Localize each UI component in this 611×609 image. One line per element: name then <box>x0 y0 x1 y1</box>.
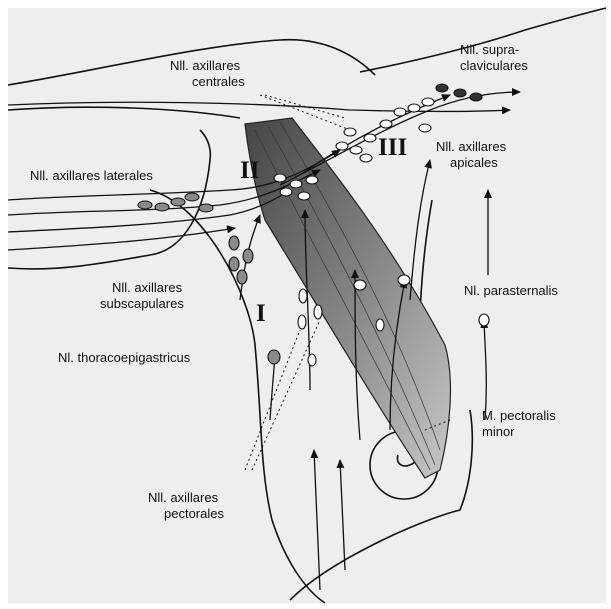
label-parasternalis: Nl. parasternalis <box>464 283 558 298</box>
node-lateral <box>185 193 199 201</box>
level-three-label: III <box>378 134 407 161</box>
node-interpectoral <box>376 319 384 331</box>
node-thoracoepigastric <box>268 350 280 364</box>
node-apical <box>380 120 392 128</box>
node-apical <box>360 154 372 162</box>
label-subscapulares-2: subscapulares <box>100 296 184 311</box>
node-central <box>280 188 292 196</box>
node-subscapular <box>243 249 253 263</box>
label-laterales: Nll. axillares laterales <box>30 168 153 183</box>
background-panel <box>8 8 606 603</box>
label-centrales-2: centrales <box>192 74 245 89</box>
node-supraclavicular <box>470 93 482 101</box>
node-central <box>306 176 318 184</box>
label-apicales-1: Nll. axillares <box>436 139 507 154</box>
node-lateral <box>171 198 185 206</box>
node-interpectoral <box>354 280 366 290</box>
node-central <box>290 180 302 188</box>
node-subscapular <box>229 236 239 250</box>
level-two-label: II <box>240 157 259 184</box>
node-subscapular <box>229 257 239 271</box>
node-apical <box>408 104 420 112</box>
node-apical <box>422 98 434 106</box>
label-thoracoepigastricus: Nl. thoracoepigastricus <box>58 350 191 365</box>
label-centrales-1: Nll. axillares <box>170 58 241 73</box>
node-lateral <box>199 204 213 212</box>
node-subscapular <box>237 270 247 284</box>
node-central <box>336 142 348 150</box>
label-pectorales-2: pectorales <box>164 506 224 521</box>
node-supraclavicular <box>436 84 448 92</box>
label-pectoralis-minor-1: M. pectoralis <box>482 408 556 423</box>
node-pectoral <box>298 315 306 329</box>
node-pectoral <box>314 305 322 319</box>
node-central <box>298 192 310 200</box>
node-lateral <box>138 201 152 209</box>
label-pectoralis-minor-2: minor <box>482 424 515 439</box>
node-apical <box>394 108 406 116</box>
node-pectoral <box>299 289 307 303</box>
label-supraclaviculares-2: claviculares <box>460 58 528 73</box>
node-apical <box>419 124 431 132</box>
node-pectoral <box>308 354 316 366</box>
node-lateral <box>155 203 169 211</box>
node-parasternal <box>479 314 489 326</box>
level-one-label: I <box>256 300 266 327</box>
node-apical <box>364 134 376 142</box>
label-supraclaviculares-1: Nll. supra- <box>460 42 519 57</box>
label-subscapulares-1: Nll. axillares <box>112 280 183 295</box>
node-central <box>274 174 286 182</box>
label-apicales-2: apicales <box>450 155 498 170</box>
label-pectorales-1: Nll. axillares <box>148 490 219 505</box>
node-central <box>350 146 362 154</box>
node-interpectoral <box>398 275 410 285</box>
node-supraclavicular <box>454 89 466 97</box>
node-central <box>344 128 356 136</box>
